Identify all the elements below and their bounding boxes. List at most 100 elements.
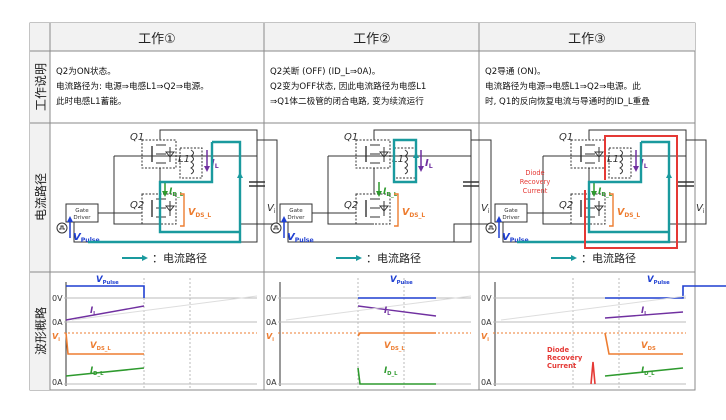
q2-diode xyxy=(593,201,605,216)
il-arrowhead xyxy=(633,166,639,172)
header-work-3: 工作③ xyxy=(568,32,606,47)
label-0a: 0A xyxy=(52,318,63,327)
id-label: ID_L xyxy=(598,187,613,198)
vds-label: VDS_L xyxy=(402,207,425,219)
q2-diode xyxy=(378,201,390,216)
q1-device xyxy=(355,139,391,169)
header-work-1: 工作① xyxy=(138,32,176,47)
label-0v: 0V xyxy=(481,294,492,303)
recovery-spike xyxy=(590,361,596,385)
desc-2-line-3: ⇒Q1体二极管的闭合电路, 变为续流运行 xyxy=(270,95,424,107)
id-arrowhead xyxy=(591,191,597,197)
current-path xyxy=(517,140,671,244)
current-path-arrow xyxy=(413,152,419,158)
vds-bracket xyxy=(394,193,399,227)
wire-right xyxy=(240,156,258,243)
label-column xyxy=(30,51,50,390)
l1-label: L1 xyxy=(178,154,190,165)
recovery-path xyxy=(584,135,678,249)
pulse-wave-icon xyxy=(273,225,279,230)
label-0a-id: 0A xyxy=(481,378,492,387)
pulse-wave-icon xyxy=(488,225,494,230)
label-vi: Vi xyxy=(52,332,60,343)
vpulse-arrowhead xyxy=(281,216,287,222)
waveform-il xyxy=(65,305,145,321)
gate-driver-label-1: Gate xyxy=(504,208,518,214)
waveform-recovery-label-1: Diode xyxy=(547,346,570,354)
pulse-source-icon xyxy=(56,222,68,234)
label-vi: Vi xyxy=(266,332,274,343)
circuit-panel-3: Q1Q2L1ViGateDriverVPulseILID_LVDS_LDiode… xyxy=(485,129,707,265)
vi-label: Vi xyxy=(267,203,276,215)
vi-label: Vi xyxy=(696,203,705,215)
recovery-label-2: Recovery xyxy=(520,178,551,186)
id-label: ID_L xyxy=(383,187,398,198)
desc-1-line-1: Q2为ON状态。 xyxy=(56,65,116,77)
l1-box xyxy=(608,147,632,179)
current-path xyxy=(88,140,242,244)
il-label: IL xyxy=(425,158,433,170)
waveform-vpulse-label: VPulse xyxy=(390,275,413,286)
recovery-label-3: Current xyxy=(523,187,548,195)
id-arrowhead xyxy=(162,191,168,197)
gate-driver-label-2: Driver xyxy=(502,215,520,221)
gate-driver-label-1: Gate xyxy=(289,208,303,214)
row-label-current-path: 电流路径 xyxy=(33,173,48,221)
vds-bracket xyxy=(180,193,185,227)
q1-channel xyxy=(156,144,166,164)
pulse-source-icon xyxy=(270,222,282,234)
waveform-recovery-label-3: Current xyxy=(547,362,577,370)
q2-diode xyxy=(164,201,176,216)
q1-channel xyxy=(585,144,595,164)
id-label: ID_L xyxy=(169,187,184,198)
l1-coil xyxy=(619,149,623,175)
waveform-il xyxy=(604,311,684,319)
desc-3-line-3: 时, Q1的反向恢复电流与导通时的ID_L重叠 xyxy=(485,95,650,107)
waveform-panel-3: 0V0A0AViVPulseILVDSID_LDiodeRecoveryCurr… xyxy=(481,275,726,388)
vi-capacitor xyxy=(249,181,265,187)
label-0a: 0A xyxy=(266,318,277,327)
label-0a: 0A xyxy=(481,318,492,327)
waveform-il-ghost xyxy=(500,295,687,321)
l1-box xyxy=(179,147,203,179)
q2-label: Q2 xyxy=(130,200,144,211)
waveform-il-ghost xyxy=(285,295,472,321)
waveform-vds xyxy=(357,332,436,337)
legend-label: ：电流路径 xyxy=(152,251,207,265)
waveform-id xyxy=(357,367,436,385)
vpulse-arrowhead xyxy=(67,216,73,222)
wire-right xyxy=(454,156,472,243)
waveform-id-label: ID_L xyxy=(641,366,655,377)
wire-q-stack xyxy=(373,129,472,194)
header-work-2: 工作② xyxy=(353,32,391,47)
current-path-arrow xyxy=(666,172,672,178)
q2-label: Q2 xyxy=(344,200,358,211)
q1-diode xyxy=(164,147,176,162)
waveform-vds-label: VDS_L xyxy=(90,341,111,352)
header-row xyxy=(30,23,695,51)
pulse-source-icon xyxy=(485,222,497,234)
id-arrowhead xyxy=(376,191,382,197)
vds-label: VDS_L xyxy=(617,207,640,219)
l1-label: L1 xyxy=(392,154,404,165)
label-0a-id: 0A xyxy=(52,378,63,387)
vi-label: Vi xyxy=(481,203,490,215)
waveform-vpulse-label: VPulse xyxy=(647,275,670,286)
q2-device xyxy=(355,193,391,225)
gate-driver-label-2: Driver xyxy=(73,215,91,221)
legend-arrowhead xyxy=(571,255,577,261)
legend-arrowhead xyxy=(356,255,362,261)
pulse-wave-icon xyxy=(59,225,65,230)
l1-label: L1 xyxy=(607,154,619,165)
vpulse-label: VPulse xyxy=(287,232,314,244)
waveform-il-label: IL xyxy=(90,306,97,317)
row-label-waveform: 波形概略 xyxy=(33,307,48,355)
desc-2-line-1: Q2关断 (OFF) (ID_L⇒0A)。 xyxy=(270,65,380,77)
il-arrowhead xyxy=(204,166,210,172)
vpulse-arrowhead xyxy=(496,216,502,222)
waveform-il xyxy=(357,305,437,317)
